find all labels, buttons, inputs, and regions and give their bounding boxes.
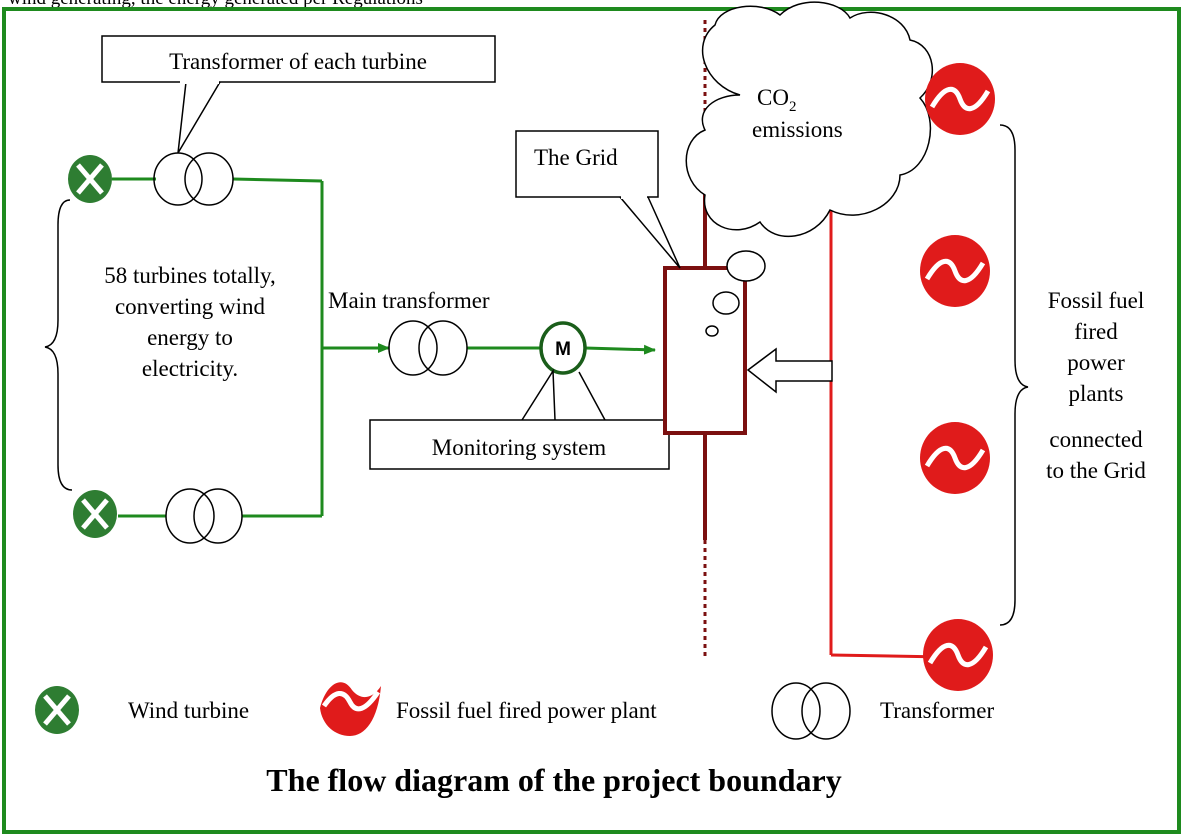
- main-transformer-label: Main transformer: [328, 288, 490, 313]
- wind-wiring: [112, 177, 656, 518]
- svg-text:plants: plants: [1069, 381, 1124, 406]
- wind-turbine-icon: [68, 155, 112, 203]
- fossil-description: Fossil fuel fired power plants connected…: [1046, 288, 1146, 483]
- turbines-description: 58 turbines totally, converting wind ene…: [104, 263, 276, 381]
- main-transformer: [388, 320, 468, 376]
- co2-cloud: CO2 emissions: [685, 1, 934, 238]
- monitoring-label: Monitoring system: [432, 435, 607, 460]
- transformer-icon: [771, 682, 851, 740]
- co2-label: CO2: [757, 85, 796, 115]
- legend-transformer-label: Transformer: [880, 698, 994, 723]
- svg-text:electricity.: electricity.: [142, 356, 238, 381]
- wind-turbine-icon: [35, 686, 79, 734]
- transformer-top: [153, 152, 234, 206]
- transformer-bottom: [165, 488, 243, 544]
- left-brace: [44, 199, 73, 491]
- svg-text:M: M: [555, 339, 571, 360]
- cloud-bubbles: [705, 250, 766, 337]
- fossil-plant-icon: [925, 63, 995, 135]
- outer-frame: [2, 7, 1181, 834]
- svg-text:to the Grid: to the Grid: [1046, 458, 1146, 483]
- grid-callout: The Grid: [515, 130, 681, 269]
- grid-input-arrow: [746, 347, 833, 394]
- svg-text:energy to: energy to: [147, 325, 233, 350]
- svg-text:Fossil fuel: Fossil fuel: [1048, 288, 1144, 313]
- svg-text:connected: connected: [1049, 427, 1143, 452]
- wind-turbine-icon: [73, 490, 117, 538]
- fossil-plant-icon: [923, 619, 993, 691]
- fossil-plant-icon: [920, 235, 990, 307]
- legend-fossil-label: Fossil fuel fired power plant: [396, 698, 657, 723]
- svg-text:power: power: [1067, 350, 1125, 375]
- transformer-each-label: Transformer of each turbine: [169, 49, 427, 74]
- grid-label: The Grid: [534, 145, 618, 170]
- fossil-plant-icon: [320, 682, 381, 736]
- svg-text:converting wind: converting wind: [115, 294, 266, 319]
- svg-text:58 turbines totally,: 58 turbines totally,: [104, 263, 276, 288]
- fossil-plant-icon: [920, 422, 990, 494]
- legend-wind-label: Wind turbine: [128, 698, 249, 723]
- top-cut-text: wind generating, the energy generated pe…: [8, 0, 423, 9]
- legend: Wind turbine Fossil fuel fired power pla…: [35, 682, 994, 740]
- diagram-title: The flow diagram of the project boundary: [266, 762, 841, 798]
- grid-box: [663, 266, 747, 435]
- transformer-each-callout: Transformer of each turbine: [101, 35, 496, 154]
- emissions-label: emissions: [752, 117, 843, 142]
- right-brace: [999, 124, 1029, 626]
- svg-text:fired: fired: [1074, 319, 1118, 344]
- monitoring-callout: Monitoring system: [369, 368, 670, 470]
- meter-icon: M: [539, 321, 587, 375]
